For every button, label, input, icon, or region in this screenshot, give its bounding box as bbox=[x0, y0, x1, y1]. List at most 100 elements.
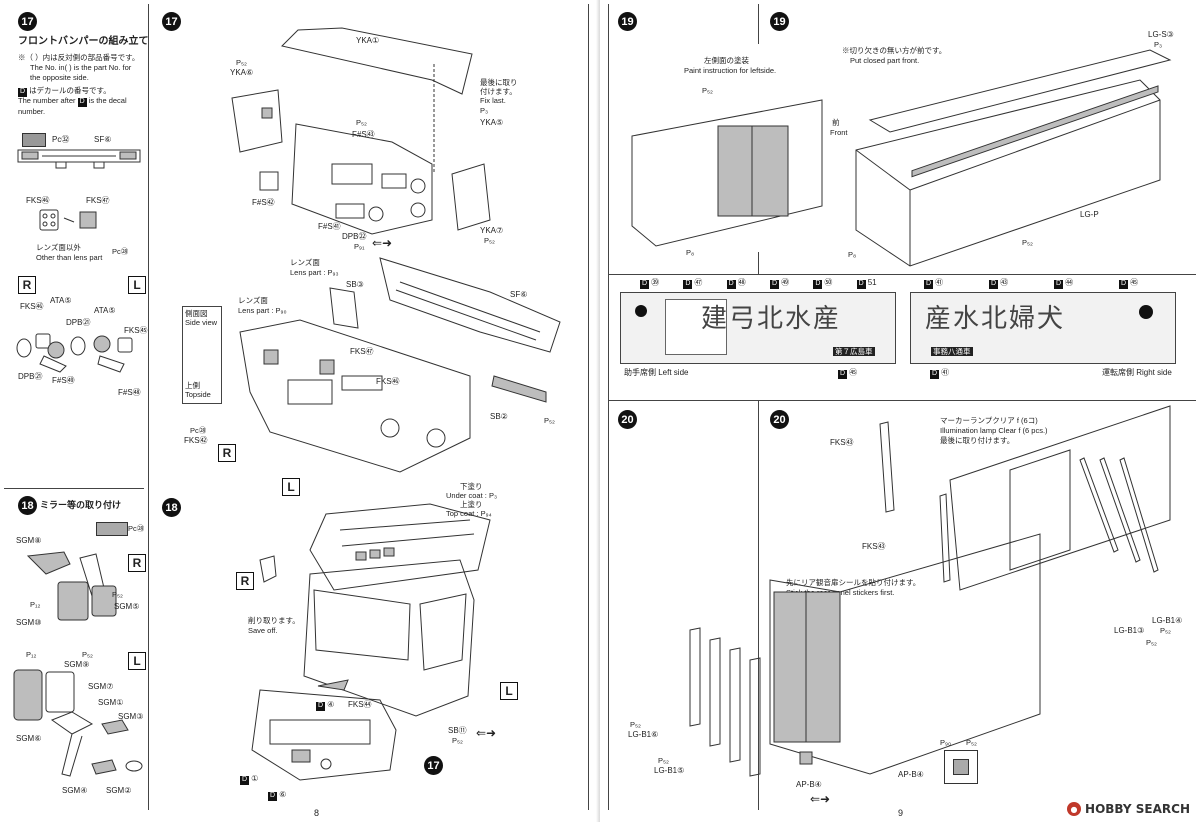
label-ph52-r: P₅₂ bbox=[112, 590, 123, 599]
decal-d45-num: ㊺ bbox=[849, 368, 858, 377]
decal-left-label-num-1: ㊼ bbox=[694, 278, 703, 287]
label-ph92: P₅₂ bbox=[544, 416, 555, 425]
watermark-logo: ● HOBBY SEARCH bbox=[1067, 802, 1190, 816]
label-fks46: FKS㊻ bbox=[26, 196, 50, 205]
label-sgm5: SGM⑤ bbox=[114, 602, 140, 611]
label-ph52-apb: P₅₂ bbox=[966, 738, 977, 747]
right-side-marker: R bbox=[18, 276, 36, 294]
label-lgs3: LG-S③ bbox=[1148, 30, 1174, 39]
left-side-marker: L bbox=[128, 276, 146, 294]
decal-right-label-num-3: ㊺ bbox=[1130, 278, 1139, 287]
step-19-badge: 19 bbox=[618, 12, 637, 31]
decal-left-label-tag-4: D bbox=[813, 280, 823, 289]
section-divider-20 bbox=[608, 400, 1196, 401]
decal-d4-num: ④ bbox=[327, 700, 335, 709]
lens-part2-en-text: Lens part : bbox=[238, 306, 274, 315]
label-lgb1-5: LG-B1⑤ bbox=[654, 766, 685, 775]
decal-d1-num: ① bbox=[251, 774, 259, 783]
lens-part2-en: Lens part : P₉₀ bbox=[238, 306, 287, 315]
save-off-en: Save off. bbox=[248, 626, 278, 635]
section-divider bbox=[4, 488, 144, 489]
step-18-main-badge: 18 bbox=[162, 498, 181, 517]
label-ph12-l: P₁₂ bbox=[26, 650, 37, 659]
save-off-jp: 削り取ります。 bbox=[248, 616, 300, 625]
under-coat-ph3: P₃ bbox=[488, 491, 498, 500]
column-divider bbox=[148, 4, 149, 810]
decal-right-label-tag-1: D bbox=[989, 280, 999, 289]
label-fs53: F#S㊸ bbox=[352, 130, 375, 139]
marker-jp-2: 最後に取り付けます。 bbox=[940, 436, 1015, 445]
label-ph52-19: P₅₂ bbox=[702, 86, 713, 95]
marker-en: Illumination lamp Clear f (6 pcs.) bbox=[940, 426, 1048, 435]
side-view-box: 側面図 Side view 上側 Topside bbox=[182, 306, 222, 404]
direction-arrow-1: ⇐➜ bbox=[372, 236, 393, 250]
decal-left-label-num-0: ㊴ bbox=[651, 278, 660, 287]
label-fs62: F#S㊾ bbox=[52, 376, 75, 385]
paint-jp: 左側面の塗装 bbox=[704, 56, 749, 65]
top-coat-ph94: P₉₄ bbox=[480, 509, 492, 518]
label-fks45: FKS㊺ bbox=[124, 326, 148, 335]
decal-left-label-num-2: ㊽ bbox=[737, 278, 746, 287]
label-pc28-main: Pc㉘ bbox=[190, 426, 207, 435]
top-coat-jp: 上塗り bbox=[460, 500, 483, 509]
left-page: 17 フロントバンパーの組み立て ※（ ）内は反対側の部品番号です。 The N… bbox=[4, 4, 589, 818]
label-ph52-20a: P₅₂ bbox=[630, 720, 641, 729]
cab-assembly-drawing bbox=[251, 503, 491, 781]
label-apb4-right: AP-B④ bbox=[898, 770, 924, 779]
label-sb2: SB② bbox=[490, 412, 508, 421]
mirror-color-swatch bbox=[96, 522, 128, 536]
decal-right-label-num-1: ㊸ bbox=[1000, 278, 1009, 287]
container-rear-drawing bbox=[689, 533, 1041, 777]
label-ph91: P₉₁ bbox=[354, 242, 365, 251]
label-ph52-yka7: P₅₂ bbox=[484, 236, 495, 245]
bumper-strip-drawing bbox=[17, 149, 141, 169]
label-sgm2: SGM② bbox=[106, 786, 132, 795]
right-side-marker-mirror: R bbox=[128, 554, 146, 572]
label-yka1: YKA① bbox=[356, 36, 380, 45]
color-swatch bbox=[22, 133, 46, 147]
step-17-main-badge: 17 bbox=[162, 12, 181, 31]
closed-front-jp: ※切り欠きの無い方が前です。 bbox=[842, 46, 947, 55]
mirror-r-drawing bbox=[26, 551, 117, 621]
under-coat-en-text: Under coat : bbox=[446, 491, 487, 500]
label-ata5-l: ATA⑤ bbox=[94, 306, 116, 315]
label-fks42: FKS㊷ bbox=[184, 436, 208, 445]
decal-tag: D bbox=[18, 88, 28, 97]
decal-d41-num: ㊶ bbox=[941, 368, 950, 377]
label-ph52-20r2: P₅₂ bbox=[1146, 638, 1157, 647]
lens-note-jp: レンズ面以外 bbox=[36, 243, 81, 252]
under-coat-jp: 下塗り bbox=[460, 482, 483, 491]
left-side-marker-mirror: L bbox=[128, 652, 146, 670]
label-sgm9: SGM⑨ bbox=[64, 660, 90, 669]
label-lgb1-6: LG-B1⑥ bbox=[628, 730, 659, 739]
label-ph90-apb: P₉₀ bbox=[940, 738, 952, 747]
mirror-l-drawing bbox=[13, 669, 143, 777]
decal-left-panel: 建弓北水産 第７広島車 bbox=[620, 292, 896, 364]
decal-d1-tag: D bbox=[240, 776, 250, 785]
step-18-title: ミラー等の取り付け bbox=[40, 500, 122, 510]
decal-note-en-2: is the decal bbox=[88, 96, 127, 105]
label-yka5: YKA⑤ bbox=[480, 118, 504, 127]
decal-left-label-num-4: ㊿ bbox=[824, 278, 833, 287]
side-view-en: Side view bbox=[185, 318, 218, 327]
label-ata5-r: ATA⑤ bbox=[50, 296, 72, 305]
right-side-marker-bumper: R bbox=[218, 444, 236, 462]
decal-d45-tag: D bbox=[838, 370, 848, 379]
label-ph3: P₃ bbox=[480, 106, 489, 115]
lens-part-en-text: Lens part : bbox=[290, 268, 326, 277]
top-coat-en: Top coat : P₉₄ bbox=[446, 509, 492, 518]
parts-note-jp: ※（ ）内は反対側の部品番号です。 bbox=[18, 53, 140, 62]
decal-tag-2: D bbox=[77, 98, 87, 107]
page-edge-line-right bbox=[608, 4, 609, 810]
decal-left-label-num-5: 51 bbox=[867, 278, 877, 287]
page-number-left: 8 bbox=[314, 808, 320, 818]
label-dpb21-l: DPB㉑ bbox=[66, 318, 91, 327]
